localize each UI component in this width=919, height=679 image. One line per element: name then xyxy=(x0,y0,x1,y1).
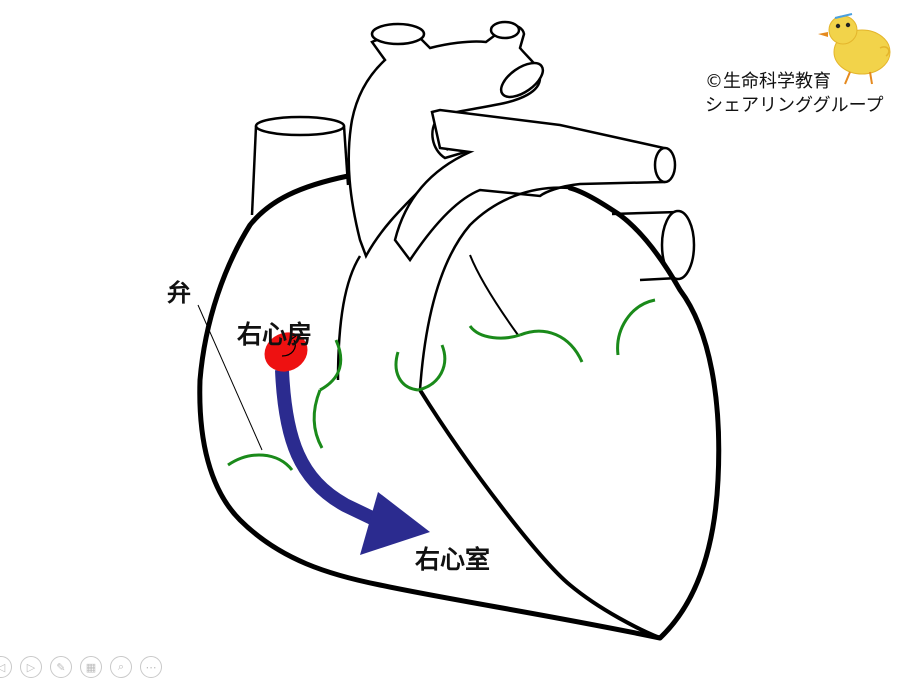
zoom-icon[interactable]: ⌕ xyxy=(110,656,132,678)
right-atrium-label: 右心房 xyxy=(237,320,312,349)
pen-icon[interactable]: ✎ xyxy=(50,656,72,678)
valve-arc xyxy=(417,344,447,392)
valve-arc xyxy=(394,351,419,392)
valves xyxy=(227,298,656,471)
interventricular-groove xyxy=(418,388,661,640)
blood-flow-arrow xyxy=(275,369,430,555)
duck-mascot-icon xyxy=(818,13,891,85)
valve-arc xyxy=(468,325,521,340)
valve-arc xyxy=(519,329,584,363)
prev-slide-icon[interactable]: ◁ xyxy=(0,656,12,678)
superior-vena-cava xyxy=(250,115,350,216)
more-icon[interactable]: ⋯ xyxy=(140,656,162,678)
credit-line-2: シェアリンググループ xyxy=(705,95,884,116)
right-ventricle-label: 右心室 xyxy=(415,545,490,574)
valve-pointer-line xyxy=(197,304,263,451)
slides-grid-icon[interactable]: ▦ xyxy=(80,656,102,678)
valve-arc xyxy=(312,389,324,449)
heart-outline xyxy=(197,173,722,641)
valve-arc xyxy=(616,298,656,356)
play-icon[interactable]: ▷ xyxy=(20,656,42,678)
valve-arc xyxy=(227,453,294,471)
valve-label: 弁 xyxy=(167,279,191,307)
coronary-line xyxy=(469,254,519,336)
septum-lines xyxy=(336,186,571,391)
blood-drop-icon xyxy=(264,332,308,372)
aorta xyxy=(347,20,545,260)
pulmonary-artery xyxy=(393,108,677,263)
valve-arc xyxy=(319,339,343,392)
slideshow-toolbar: ◁ ▷ ✎ ▦ ⌕ ⋯ xyxy=(0,656,162,678)
copyright-credit: ©生命科学教育 シェアリンググループ xyxy=(705,70,884,118)
credit-line-1: ©生命科学教育 xyxy=(705,71,831,92)
